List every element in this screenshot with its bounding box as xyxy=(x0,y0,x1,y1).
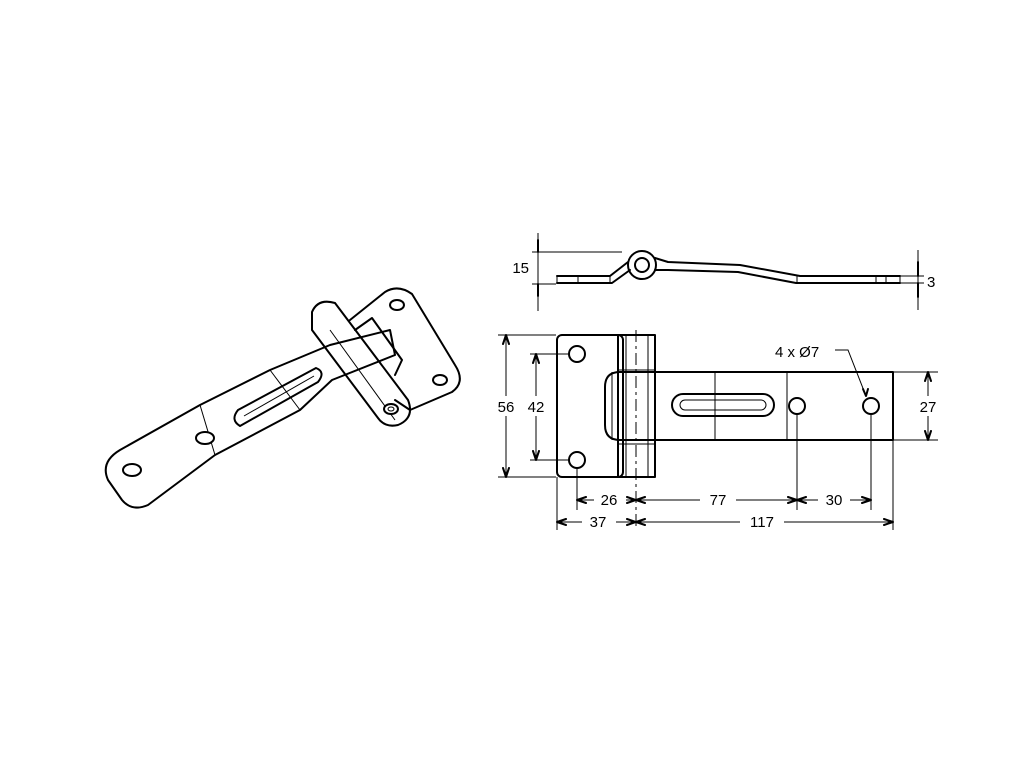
dim-56-label: 56 xyxy=(498,399,515,416)
dim-37-bg xyxy=(582,512,616,532)
iso-strap-hole-1 xyxy=(122,463,142,477)
top-strap-bends xyxy=(611,372,788,440)
hole-callout-leader xyxy=(835,349,867,397)
iso-leaf-hole-2 xyxy=(432,374,448,386)
side-leaf-left xyxy=(556,261,631,284)
dim-26-bg xyxy=(594,490,626,510)
iso-knuckle-link xyxy=(354,317,403,376)
dim-42-arrows xyxy=(532,353,540,461)
dim-56-bg xyxy=(494,396,518,416)
side-strap-ticks xyxy=(796,276,887,283)
hole-callout-arrow xyxy=(862,388,869,397)
dim-row2-arrows xyxy=(556,518,894,526)
dim-30-bg xyxy=(818,490,850,510)
top-leaf-plate xyxy=(556,334,624,478)
dim-15-label: 15 xyxy=(512,260,529,277)
dim-27-bg xyxy=(916,396,940,416)
side-knuckle xyxy=(627,250,657,280)
iso-knuckle xyxy=(311,300,411,427)
iso-slot-inner xyxy=(243,375,315,417)
dim-extension-lines xyxy=(556,414,894,530)
iso-strap-bend-2 xyxy=(269,369,301,411)
top-strap xyxy=(604,371,894,441)
isometric-view xyxy=(104,287,461,509)
dim-77-bg xyxy=(700,490,736,510)
dim-30-label: 30 xyxy=(826,492,843,509)
iso-leaf-hole-1 xyxy=(389,299,405,311)
iso-knuckle-line xyxy=(329,329,396,421)
top-strap-hole-1 xyxy=(788,397,806,415)
top-leaf-hole-1 xyxy=(568,345,586,363)
top-view: 4 x Ø7 56 42 27 26 77 30 37 xyxy=(494,330,940,532)
top-slot-inner xyxy=(679,399,767,411)
iso-strap-bend-1 xyxy=(199,404,216,456)
side-leaf-left-ticks xyxy=(577,276,611,283)
iso-pin-end-inner xyxy=(387,406,395,412)
dim-15-lines xyxy=(532,233,622,311)
dim-117-label: 117 xyxy=(750,514,774,531)
side-strap xyxy=(654,257,901,284)
iso-slot xyxy=(233,367,323,427)
dim-56-arrows xyxy=(502,334,510,478)
dim-37-label: 37 xyxy=(590,514,607,531)
dim-3-lines xyxy=(900,250,924,310)
dim-42-label: 42 xyxy=(528,399,545,416)
dim-26-label: 26 xyxy=(601,492,618,509)
iso-leaf-plate xyxy=(349,287,461,411)
side-pin xyxy=(634,257,650,273)
iso-strap xyxy=(104,329,396,509)
hole-callout-label: 4 x Ø7 xyxy=(775,344,819,361)
side-view: 15 3 xyxy=(512,233,935,311)
dim-117-bg xyxy=(740,512,784,532)
dim-3-label: 3 xyxy=(927,274,935,291)
top-slot xyxy=(671,393,775,417)
top-strap-hole-2 xyxy=(862,397,880,415)
iso-pin-end xyxy=(383,403,399,415)
dim-27-arrows xyxy=(924,371,932,441)
dim-row1-arrows xyxy=(576,496,872,504)
dim-27-label: 27 xyxy=(920,399,937,416)
top-leaf-hole-2 xyxy=(568,451,586,469)
dim-42-bg xyxy=(524,396,548,416)
top-knuckle-lines xyxy=(618,335,655,477)
iso-strap-hole-2 xyxy=(195,431,215,445)
dim-77-label: 77 xyxy=(710,492,727,509)
